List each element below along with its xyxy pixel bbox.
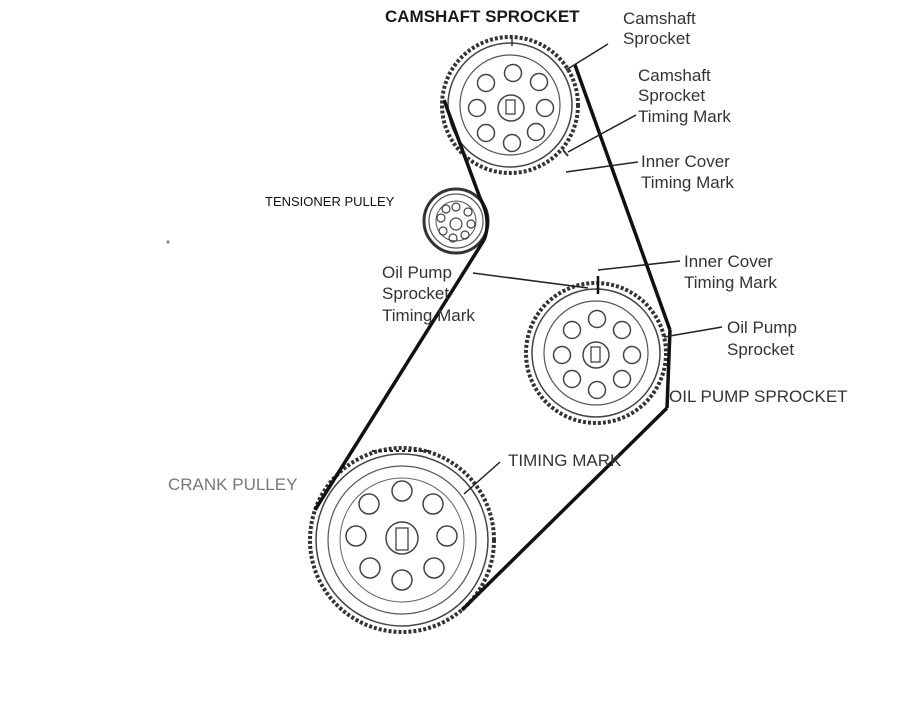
timing-mark-label: TIMING MARK [508, 451, 622, 470]
cam-timing-mark-label-1: Camshaft [638, 66, 711, 85]
oil-pump-sprocket-label-1: Oil Pump [727, 318, 797, 337]
scan-speck [166, 240, 170, 244]
labels: CAMSHAFT SPROCKET Camshaft Sprocket Cams… [168, 7, 848, 494]
oil-pump-sprocket [524, 276, 668, 425]
camshaft-sprocket-title: CAMSHAFT SPROCKET [385, 7, 580, 26]
crank-pulley-label: CRANK PULLEY [168, 475, 297, 494]
inner-cover-lower-label-2: Timing Mark [684, 273, 777, 292]
inner-cover-upper-label-1: Inner Cover [641, 152, 730, 171]
inner-cover-upper-label-2: Timing Mark [641, 173, 734, 192]
oil-pump-sprocket-title: OIL PUMP SPROCKET [669, 387, 848, 406]
oil-pump-timing-label-1: Oil Pump [382, 263, 452, 282]
leader-lines [463, 43, 723, 495]
oil-pump-sprocket-label-2: Sprocket [727, 340, 794, 359]
oil-pump-timing-label-3: Timing Mark [382, 306, 475, 325]
crank-pulley [308, 446, 496, 634]
camshaft-sprocket [440, 35, 580, 175]
cam-timing-mark-label-3: Timing Mark [638, 107, 731, 126]
tensioner-pulley-label: TENSIONER PULLEY [265, 194, 395, 209]
camshaft-sprocket-label-2: Sprocket [623, 29, 690, 48]
inner-cover-lower-label-1: Inner Cover [684, 252, 773, 271]
tensioner-pulley [422, 187, 490, 255]
timing-belt [313, 64, 672, 612]
camshaft-sprocket-label-1: Camshaft [623, 9, 696, 28]
cam-timing-mark-label-2: Sprocket [638, 86, 705, 105]
oil-pump-timing-label-2: Sprocket [382, 284, 449, 303]
